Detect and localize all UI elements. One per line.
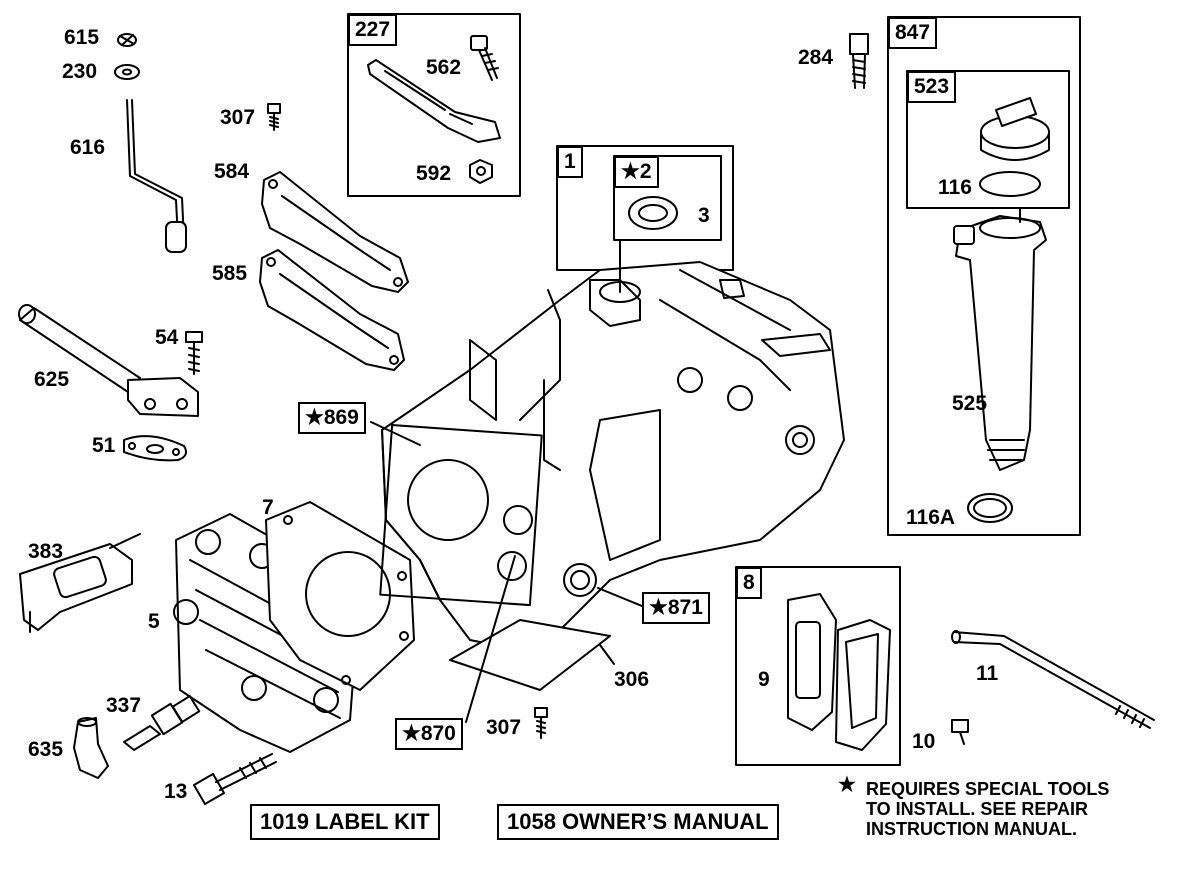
head-gasket-7-icon (265, 501, 415, 691)
group-frame-2 (613, 155, 722, 241)
spark-plug-337-icon (123, 695, 201, 751)
box-label-869-text: 869 (323, 406, 359, 429)
callout-9: 9 (758, 668, 770, 691)
screw-284-icon (849, 33, 869, 89)
o-ring-116a-icon (967, 493, 1013, 523)
callout-5: 5 (148, 610, 160, 633)
gasket-585-icon (259, 249, 405, 371)
nut-615-icon (117, 33, 137, 47)
screw-54-icon (185, 331, 203, 375)
callout-230: 230 (62, 60, 98, 83)
bracket-227-icon (367, 59, 501, 143)
group-frame-523 (906, 70, 1070, 209)
throttle-tube-625-icon (18, 304, 199, 417)
callout-337: 337 (106, 694, 142, 717)
callout-13: 13 (164, 780, 188, 803)
callout-116a: 116A (906, 506, 956, 529)
screw-307-top-icon (267, 103, 281, 131)
box-label-870-text: 870 (420, 722, 456, 745)
callout-10: 10 (912, 730, 936, 753)
callout-307-bottom: 307 (486, 716, 522, 739)
breather-8-icon (835, 619, 891, 751)
screw-10-icon (951, 719, 969, 745)
owners-manual-box: 1058 OWNER’S MANUAL (497, 804, 779, 840)
oil-seal-3-icon (628, 196, 678, 230)
leader-lines (370, 207, 1021, 723)
armature-383-icon (19, 533, 141, 633)
nut-592-icon (469, 159, 493, 184)
callout-307-top: 307 (220, 106, 256, 129)
callout-116: 116 (938, 176, 972, 199)
callout-306: 306 (614, 668, 650, 691)
callout-11: 11 (976, 662, 999, 685)
spark-boot-635-icon (73, 717, 109, 779)
box-label-847: 847 (888, 17, 938, 49)
dipstick-cap-523-icon (980, 97, 1050, 161)
note-line-2: TO INSTALL. SEE REPAIR (866, 799, 1089, 819)
box-label-870: ★870 (395, 718, 463, 750)
gasket-51-icon (123, 435, 187, 462)
gasket-9-icon (787, 593, 837, 731)
star-icon: ★ (305, 406, 324, 429)
screw-562-icon (470, 35, 499, 81)
box-label-869: ★869 (298, 402, 366, 434)
group-frame-8 (735, 566, 901, 766)
washer-230-icon (114, 64, 140, 80)
star-icon: ★ (402, 722, 421, 745)
box-label-8: 8 (736, 567, 762, 599)
label-kit-box: 1019 LABEL KIT (250, 804, 440, 840)
callout-615: 615 (64, 26, 100, 49)
gasket-584-icon (261, 171, 409, 293)
screw-307-bottom-icon (534, 707, 548, 739)
bolt-13-icon (192, 753, 277, 806)
box-label-871: ★871 (642, 592, 710, 624)
o-ring-116-icon (979, 171, 1041, 197)
box-label-523: 523 (907, 71, 957, 103)
callout-562: 562 (426, 56, 462, 79)
callout-3: 3 (698, 204, 710, 227)
group-frame-847 (887, 16, 1081, 536)
box-label-2: ★2 (614, 156, 659, 188)
star-icon: ★ (649, 596, 668, 619)
callout-625: 625 (34, 368, 70, 391)
tube-11-icon (951, 630, 1155, 729)
dipstick-tube-525-icon (953, 215, 1047, 471)
callout-616: 616 (70, 136, 106, 159)
callout-51: 51 (92, 434, 116, 457)
star-icon: ★ (621, 160, 640, 183)
callout-525: 525 (952, 392, 988, 415)
note-line-1: REQUIRES SPECIAL TOOLS (866, 779, 1110, 799)
note-line-3: INSTRUCTION MANUAL. (866, 819, 1077, 839)
note-star-icon: ★ (838, 774, 856, 796)
callout-585: 585 (212, 262, 248, 285)
callout-592: 592 (416, 162, 452, 185)
box-label-227: 227 (348, 14, 398, 46)
link-rod-616-icon (126, 99, 187, 253)
callout-7: 7 (262, 496, 274, 519)
callout-383: 383 (28, 540, 64, 563)
callout-54: 54 (155, 326, 179, 349)
box-label-1: 1 (557, 146, 583, 178)
callout-635: 635 (28, 738, 64, 761)
cylinder-block-icon (379, 261, 845, 651)
group-frame-227 (347, 13, 521, 197)
box-label-871-text: 871 (667, 596, 703, 619)
box-label-2-text: 2 (639, 160, 652, 183)
callout-584: 584 (214, 160, 250, 183)
callout-284: 284 (798, 46, 834, 69)
